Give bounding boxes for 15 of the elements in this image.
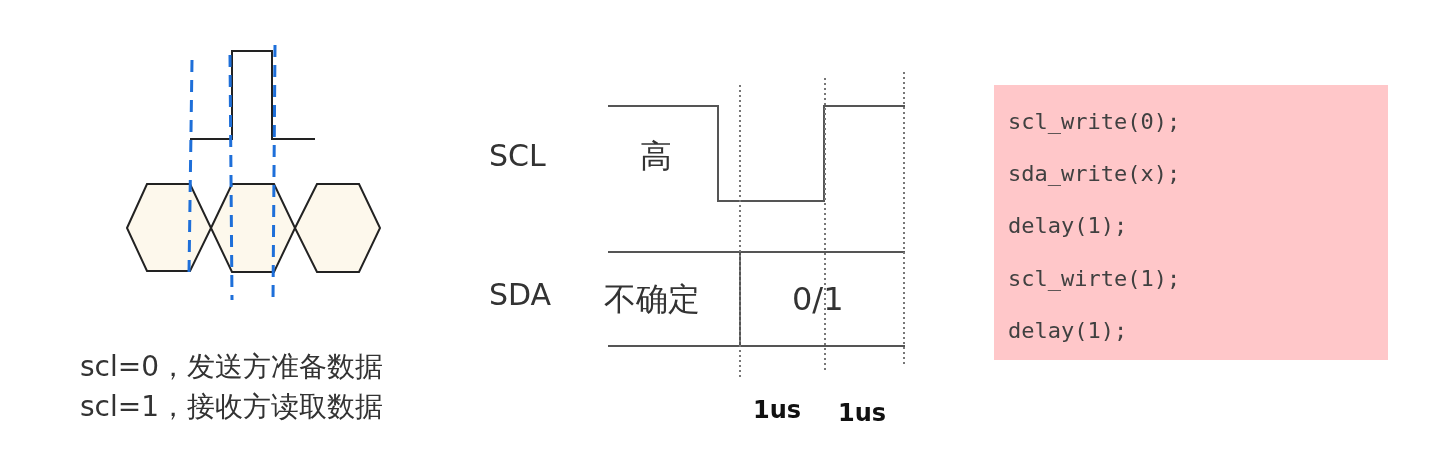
signal-label: SCL bbox=[489, 141, 546, 171]
time-label: 1us bbox=[753, 398, 802, 422]
state-label: 高 bbox=[640, 140, 672, 172]
code-line: sda_write(x); bbox=[1008, 163, 1181, 185]
note-text: scl=0，发送方准备数据 bbox=[80, 353, 384, 381]
code-line: scl_wirte(1); bbox=[1008, 268, 1181, 290]
state-label: 0/1 bbox=[792, 283, 844, 315]
state-label: 不确定 bbox=[604, 283, 700, 315]
signal-label: SDA bbox=[489, 280, 552, 310]
code-line: delay(1); bbox=[1008, 320, 1128, 342]
code-panel bbox=[994, 85, 1388, 360]
code-line: scl_write(0); bbox=[1008, 111, 1181, 133]
note-text: scl=1，接收方读取数据 bbox=[80, 393, 384, 421]
time-label: 1us bbox=[838, 401, 887, 425]
code-line: delay(1); bbox=[1008, 215, 1128, 237]
